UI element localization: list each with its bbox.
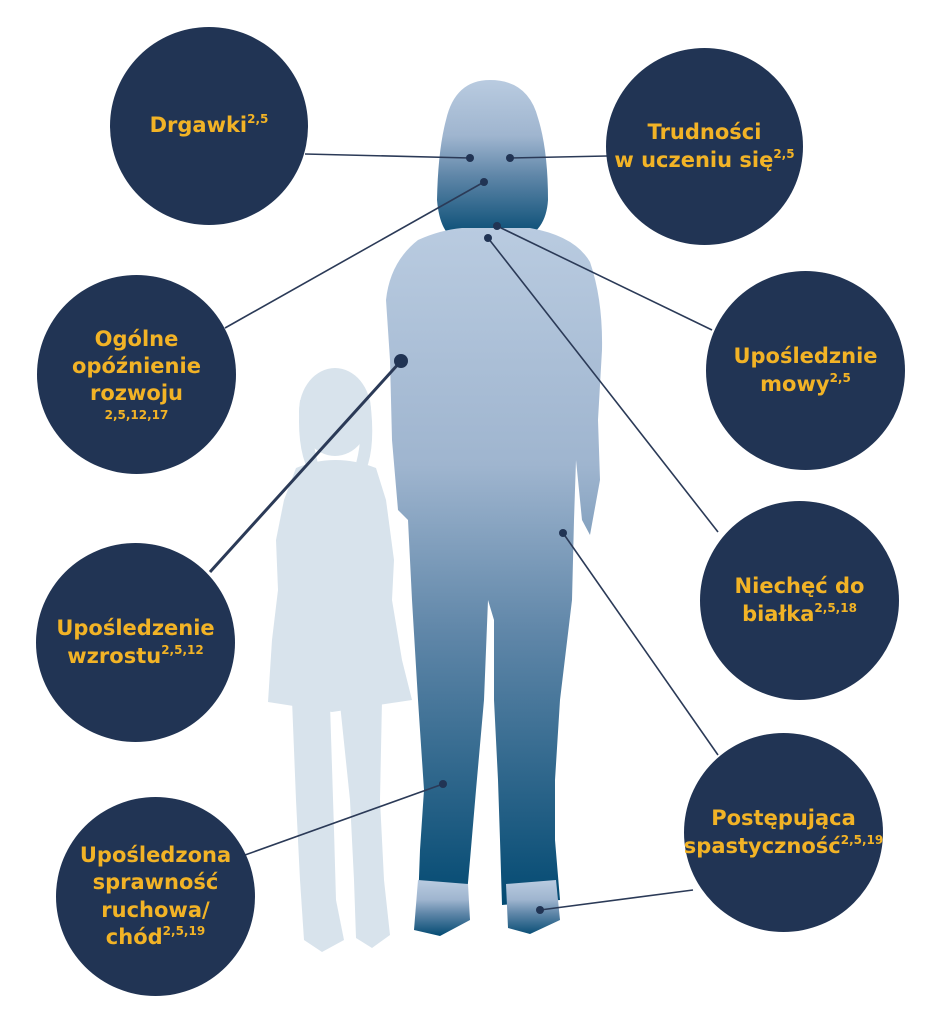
connector-growth: [208, 359, 403, 574]
child-silhouette: [268, 368, 412, 952]
bubble-speech: Upośledznie mowy2,5: [706, 271, 905, 470]
development-line3: rozwoju: [90, 381, 183, 406]
development-refs: 2,5,12,17: [104, 407, 169, 422]
spasticity-refs: 2,5,19: [840, 832, 884, 847]
label-motor: Upośledzona sprawność ruchowa/ chód2,5,1…: [80, 842, 231, 951]
connector-seizures: [304, 153, 471, 159]
bubble-development: Ogólne opóźnienie rozwoju 2,5,12,17: [37, 275, 236, 474]
development-line2: opóźnienie: [72, 354, 201, 379]
bubble-spasticity: Postępująca spastyczność2,5,19: [684, 733, 883, 932]
child-head: [299, 368, 371, 456]
seizures-refs: 2,5: [247, 112, 269, 127]
label-learning: Trudności w uczeniu się2,5: [614, 119, 794, 174]
label-protein: Niechęć do białka2,5,18: [735, 573, 865, 628]
growth-line1: Upośledzenie: [56, 616, 215, 641]
motor-refs: 2,5,19: [162, 923, 206, 938]
connector-learning: [509, 155, 608, 159]
seizures-text: Drgawki: [149, 113, 248, 138]
bubble-growth: Upośledzenie wzrostu2,5,12: [36, 543, 235, 742]
protein-line1: Niechęć do: [734, 574, 865, 599]
adult-silhouette: [386, 80, 603, 936]
bubble-seizures: Drgawki2,5: [110, 27, 308, 225]
dot-spasticity-upper: [559, 529, 567, 537]
label-spasticity: Postępująca spastyczność2,5,19: [684, 805, 883, 860]
dot-speech: [493, 222, 501, 230]
spasticity-line1: Postępująca: [711, 806, 856, 831]
speech-line2: mowy: [760, 371, 830, 396]
label-development: Ogólne opóźnienie rozwoju 2,5,12,17: [72, 326, 201, 423]
connector-spasticity-lower: [539, 889, 694, 911]
dot-development: [480, 178, 488, 186]
adult-hair-head: [437, 80, 548, 240]
child-hair: [299, 400, 373, 470]
label-growth: Upośledzenie wzrostu2,5,12: [56, 615, 214, 670]
motor-line3: ruchowa/: [101, 897, 210, 922]
dot-protein: [484, 234, 492, 242]
child-legs: [292, 700, 390, 952]
label-seizures: Drgawki2,5: [150, 112, 269, 139]
development-line1: Ogólne: [94, 326, 179, 351]
connector-dots: [394, 154, 567, 914]
adult-torso: [386, 228, 603, 905]
connector-spasticity-upper: [562, 532, 719, 756]
label-speech: Upośledznie mowy2,5: [733, 343, 877, 398]
spasticity-line2: spastyczność: [683, 833, 841, 858]
dot-growth: [394, 354, 408, 368]
dot-spasticity-lower: [536, 906, 544, 914]
learning-refs: 2,5: [773, 146, 795, 161]
dot-seizures: [466, 154, 474, 162]
bubble-learning: Trudności w uczeniu się2,5: [606, 48, 803, 245]
dot-motor: [439, 780, 447, 788]
connector-speech: [496, 225, 713, 331]
motor-line1: Upośledzona: [79, 842, 232, 867]
motor-line2: sprawność: [92, 870, 219, 895]
bubble-motor: Upośledzona sprawność ruchowa/ chód2,5,1…: [56, 797, 255, 996]
learning-line2: w uczeniu się: [614, 147, 774, 172]
connectors: [208, 153, 719, 911]
connector-protein: [487, 237, 719, 533]
bubble-protein: Niechęć do białka2,5,18: [700, 501, 899, 700]
growth-refs: 2,5,12: [161, 642, 204, 657]
speech-line1: Upośledznie: [733, 344, 878, 369]
connector-motor: [244, 783, 444, 856]
learning-line1: Trudności: [647, 120, 762, 145]
growth-line2: wzrostu: [67, 643, 162, 668]
adult-feet: [414, 880, 560, 936]
protein-line2: białka: [742, 601, 815, 626]
motor-line4: chód: [105, 924, 163, 949]
speech-refs: 2,5: [829, 370, 851, 385]
connector-development: [224, 181, 485, 329]
protein-refs: 2,5,18: [814, 600, 857, 615]
child-body: [268, 460, 412, 712]
dot-learning: [506, 154, 514, 162]
